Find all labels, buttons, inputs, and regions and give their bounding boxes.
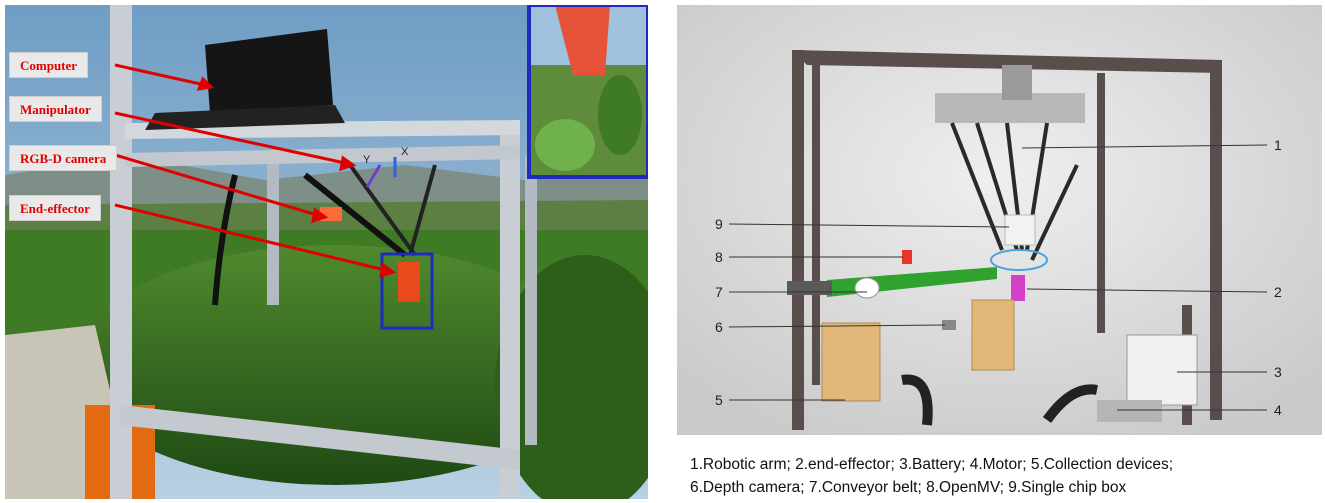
label-2: 2 (1274, 284, 1282, 300)
caption-line-2: 6.Depth camera; 7.Conveyor belt; 8.OpenM… (690, 479, 1127, 496)
label-6: 6 (715, 319, 723, 335)
callout-manipulator: Manipulator (9, 96, 102, 122)
label-1: 1 (1274, 137, 1282, 153)
robot-render-illustration: 1 2 3 4 5 6 7 8 9 (677, 5, 1322, 435)
axis-y-label: Y (363, 154, 371, 166)
label-3: 3 (1274, 364, 1282, 380)
callout-rgbd-camera: RGB-D camera (9, 145, 118, 171)
callout-arrows (114, 63, 397, 279)
callout-end-effector: End-effector (9, 195, 102, 221)
robot-render-panel: 1 2 3 4 5 6 7 8 9 (677, 5, 1322, 435)
field-photo-panel: Y X Computer Manipulator RGB-D camera En… (5, 5, 648, 499)
field-photo-illustration: Y X (5, 5, 648, 499)
label-5: 5 (715, 392, 723, 408)
leader-lines (728, 144, 1268, 411)
label-9: 9 (715, 216, 723, 232)
zoom-inset (527, 5, 648, 179)
figure-caption: 1.Robotic arm; 2.end-effector; 3.Battery… (690, 453, 1320, 499)
callout-computer: Computer (9, 52, 89, 78)
axis-x-label: X (401, 146, 409, 158)
label-8: 8 (715, 249, 723, 265)
end-effector-highlight-box (380, 252, 434, 330)
label-4: 4 (1274, 402, 1282, 418)
caption-line-1: 1.Robotic arm; 2.end-effector; 3.Battery… (690, 456, 1174, 473)
label-7: 7 (715, 284, 723, 300)
